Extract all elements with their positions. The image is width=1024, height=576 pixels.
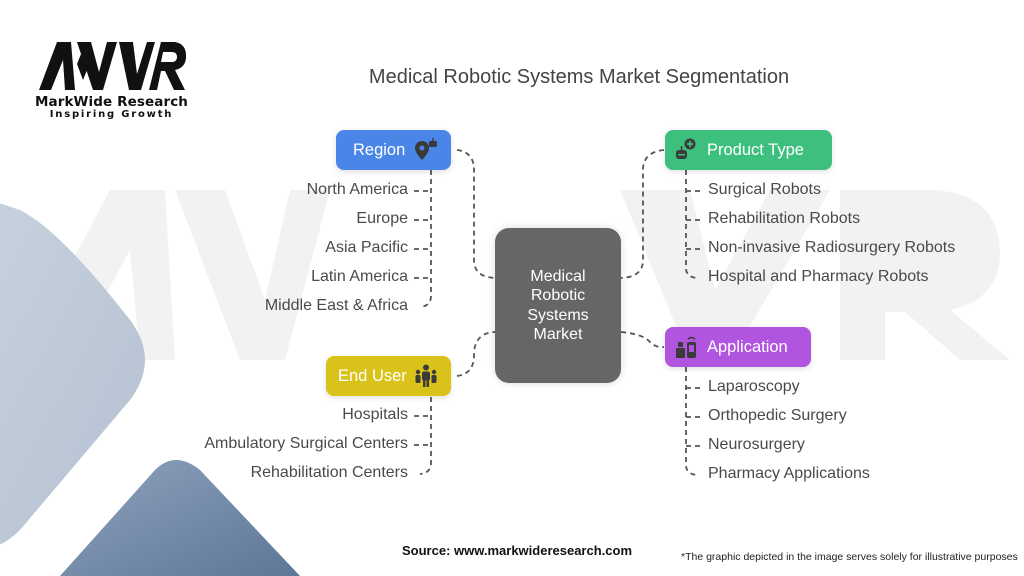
bg-diamond-dark: [60, 460, 300, 576]
center-line: Medical: [530, 267, 586, 285]
segment-label: Application: [707, 337, 788, 356]
list-item: Orthopedic Surgery: [708, 407, 847, 424]
center-line: Systems: [527, 306, 589, 324]
diagram-title: Medical Robotic Systems Market Segmentat…: [368, 66, 790, 88]
list-item: Middle East & Africa: [264, 297, 408, 314]
list-item: Rehabilitation Centers: [250, 464, 408, 481]
mwr-logo-icon: [38, 42, 186, 90]
robot-plus-icon: [676, 138, 696, 159]
center-line: Robotic: [530, 287, 586, 304]
list-item: Asia Pacific: [325, 239, 408, 256]
list-item: North America: [306, 181, 408, 198]
disclaimer-note: *The graphic depicted in the image serve…: [681, 551, 1018, 563]
brand-logo: MarkWide Research Inspiring Growth: [34, 40, 189, 120]
segment-region-pill[interactable]: Region: [336, 130, 451, 170]
list-item: Ambulatory Surgical Centers: [204, 435, 408, 452]
list-item: Laparoscopy: [708, 378, 800, 395]
brand-tagline: Inspiring Growth: [49, 109, 174, 120]
segment-end-user-pill[interactable]: End User: [326, 356, 451, 396]
list-item: Pharmacy Applications: [708, 465, 870, 482]
list-item: Surgical Robots: [708, 181, 821, 198]
list-item: Hospital and Pharmacy Robots: [708, 268, 929, 285]
list-item: Hospitals: [342, 406, 408, 423]
source-credit: Source: www.markwideresearch.com: [402, 543, 633, 558]
list-item: Latin America: [311, 268, 408, 285]
medical-devices-icon: [676, 336, 696, 358]
brand-name: MarkWide Research: [34, 94, 189, 110]
segment-label: Region: [353, 140, 406, 159]
center-line: Market: [533, 326, 583, 343]
segment-product-type-pill[interactable]: Product Type: [665, 130, 832, 170]
list-item: Neurosurgery: [708, 436, 805, 453]
people-group-icon: [415, 364, 437, 387]
segment-label: End User: [338, 366, 407, 385]
bg-diamond-light: [0, 203, 145, 545]
list-item: Non-invasive Radiosurgery Robots: [708, 239, 956, 256]
segment-application-pill[interactable]: Application: [665, 327, 811, 367]
segment-label: Product Type: [707, 140, 804, 159]
list-item: Rehabilitation Robots: [708, 210, 861, 227]
list-item: Europe: [356, 210, 408, 227]
center-node[interactable]: Medical Robotic Systems Market: [495, 228, 621, 383]
map-pin-robot-icon: [415, 138, 438, 160]
